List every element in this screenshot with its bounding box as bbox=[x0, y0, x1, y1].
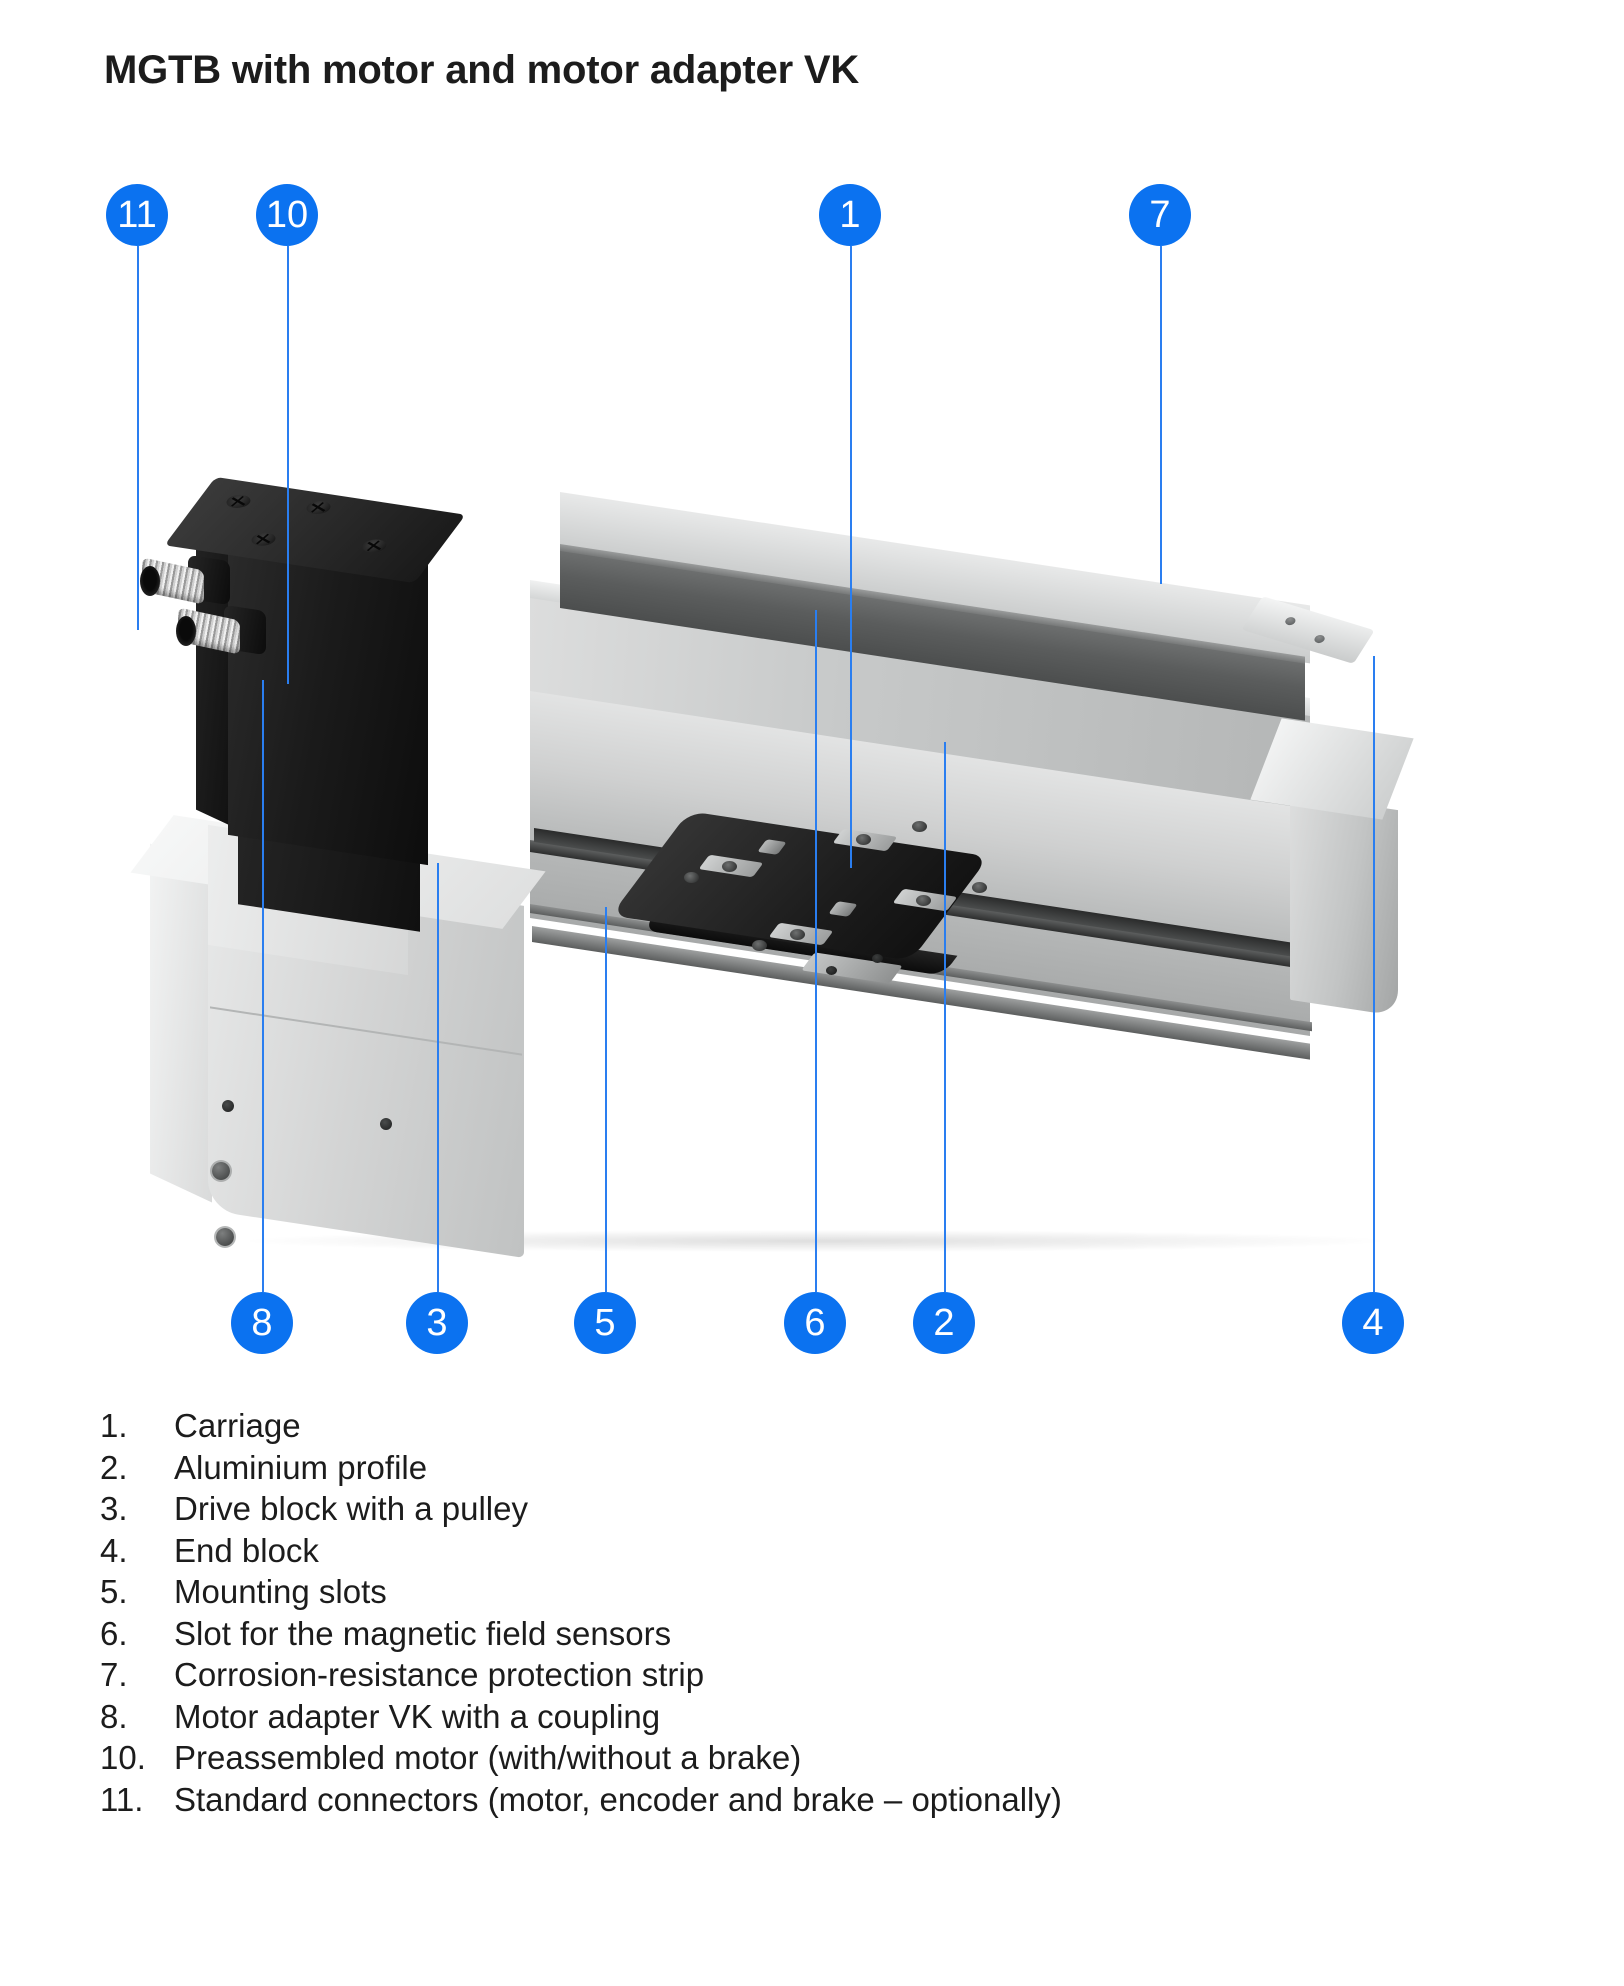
product-illustration: 11 10 1 7 8 3 5 6 2 4 bbox=[0, 140, 1624, 1390]
callout-leader-line-4 bbox=[1373, 656, 1375, 1292]
callout-badge-5[interactable]: 5 bbox=[574, 1292, 636, 1354]
legend-item-label: Aluminium profile bbox=[174, 1448, 428, 1486]
legend-item-label: Corrosion-resistance protection strip bbox=[174, 1656, 705, 1693]
carriage-rail-hole bbox=[872, 954, 883, 963]
legend-item-label: Drive block with a pulley bbox=[174, 1490, 528, 1527]
callout-leader-line-10 bbox=[287, 246, 289, 684]
legend-item-label: Carriage bbox=[174, 1407, 301, 1444]
carriage-screw bbox=[790, 929, 805, 940]
legend-list: 1. Carriage 2. Aluminium profile 3. Drive blo… bbox=[100, 1405, 1560, 1820]
legend-item-number: 4. bbox=[100, 1531, 128, 1569]
callout-badge-4[interactable]: 4 bbox=[1342, 1292, 1404, 1354]
legend-item-number: 8. bbox=[100, 1697, 128, 1735]
end-block-front bbox=[1290, 793, 1398, 1017]
callout-badge-1[interactable]: 1 bbox=[819, 184, 881, 246]
callout-badge-10[interactable]: 10 bbox=[256, 184, 318, 246]
carriage-screw bbox=[912, 821, 927, 832]
legend-item: 1. Carriage bbox=[100, 1405, 1560, 1447]
legend-item: 11. Standard connectors (motor, encoder a… bbox=[100, 1779, 1560, 1821]
legend-item: 10. Preassembled motor (with/without a br… bbox=[100, 1737, 1560, 1779]
connector-face-lower bbox=[176, 616, 196, 646]
legend-item-number: 1. bbox=[100, 1407, 128, 1444]
connector-face-upper bbox=[140, 566, 160, 596]
legend-item-number: 7. bbox=[100, 1656, 128, 1693]
callout-badge-2[interactable]: 2 bbox=[913, 1292, 975, 1354]
page-title: MGTB with motor and motor adapter VK bbox=[104, 48, 860, 92]
legend-item: 8. Motor adapter VK with a coupling bbox=[100, 1696, 1560, 1738]
callout-leader-line-3 bbox=[437, 863, 439, 1292]
carriage-screw bbox=[972, 882, 987, 893]
drive-block-pin bbox=[222, 1100, 234, 1112]
carriage-screw bbox=[684, 872, 699, 883]
carriage-screw bbox=[856, 834, 871, 845]
callout-leader-line-7 bbox=[1160, 246, 1162, 584]
legend-item: 4. End block bbox=[100, 1530, 1560, 1572]
callout-badge-11[interactable]: 11 bbox=[106, 184, 168, 246]
drive-block-pin bbox=[380, 1118, 392, 1130]
end-block-screw bbox=[1312, 633, 1327, 645]
legend-item: 2. Aluminium profile bbox=[100, 1447, 1560, 1489]
legend-item: 5. Mounting slots bbox=[100, 1571, 1560, 1613]
callout-leader-line-6 bbox=[815, 610, 817, 1292]
drive-block-screw bbox=[216, 1228, 234, 1246]
carriage-screw bbox=[752, 940, 767, 951]
carriage-screw bbox=[722, 861, 737, 872]
legend-item-label: End block bbox=[174, 1531, 319, 1569]
legend-item-number: 11. bbox=[100, 1780, 144, 1818]
legend-item-number: 10. bbox=[100, 1739, 146, 1776]
callout-badge-8[interactable]: 8 bbox=[231, 1292, 293, 1354]
callout-leader-line-2 bbox=[944, 742, 946, 1292]
callout-badge-7[interactable]: 7 bbox=[1129, 184, 1191, 246]
legend-item: 3. Drive block with a pulley bbox=[100, 1488, 1560, 1530]
carriage-rail-hole bbox=[826, 966, 837, 975]
callout-badge-3[interactable]: 3 bbox=[406, 1292, 468, 1354]
callout-leader-line-11 bbox=[137, 246, 139, 630]
legend-item-number: 5. bbox=[100, 1573, 128, 1610]
legend-item-label: Motor adapter VK with a coupling bbox=[174, 1697, 661, 1735]
legend-item-number: 3. bbox=[100, 1490, 128, 1527]
legend-item-number: 2. bbox=[100, 1448, 128, 1486]
callout-badge-6[interactable]: 6 bbox=[784, 1292, 846, 1354]
legend-item-label: Slot for the magnetic field sensors bbox=[174, 1614, 672, 1652]
motor-top-screw bbox=[358, 538, 390, 554]
legend-item-label: Preassembled motor (with/without a brake… bbox=[174, 1739, 802, 1776]
motor-top-screw bbox=[302, 499, 335, 516]
motor-top-screw bbox=[222, 493, 255, 510]
drive-block-side bbox=[150, 843, 212, 1203]
end-block-screw bbox=[1283, 615, 1298, 627]
legend-item-label: Mounting slots bbox=[174, 1573, 387, 1610]
legend-item-label: Standard connectors (motor, encoder and … bbox=[174, 1780, 1062, 1818]
callout-leader-line-1 bbox=[850, 246, 852, 868]
callout-leader-line-8 bbox=[262, 680, 264, 1292]
legend-item-number: 6. bbox=[100, 1614, 128, 1652]
legend-item: 7. Corrosion-resistance protection strip bbox=[100, 1654, 1560, 1696]
legend-item: 6. Slot for the magnetic field sensors bbox=[100, 1613, 1560, 1655]
drive-block-screw bbox=[212, 1162, 230, 1180]
carriage-screw bbox=[916, 895, 931, 906]
motor-top-screw bbox=[247, 531, 280, 548]
callout-leader-line-5 bbox=[605, 907, 607, 1292]
